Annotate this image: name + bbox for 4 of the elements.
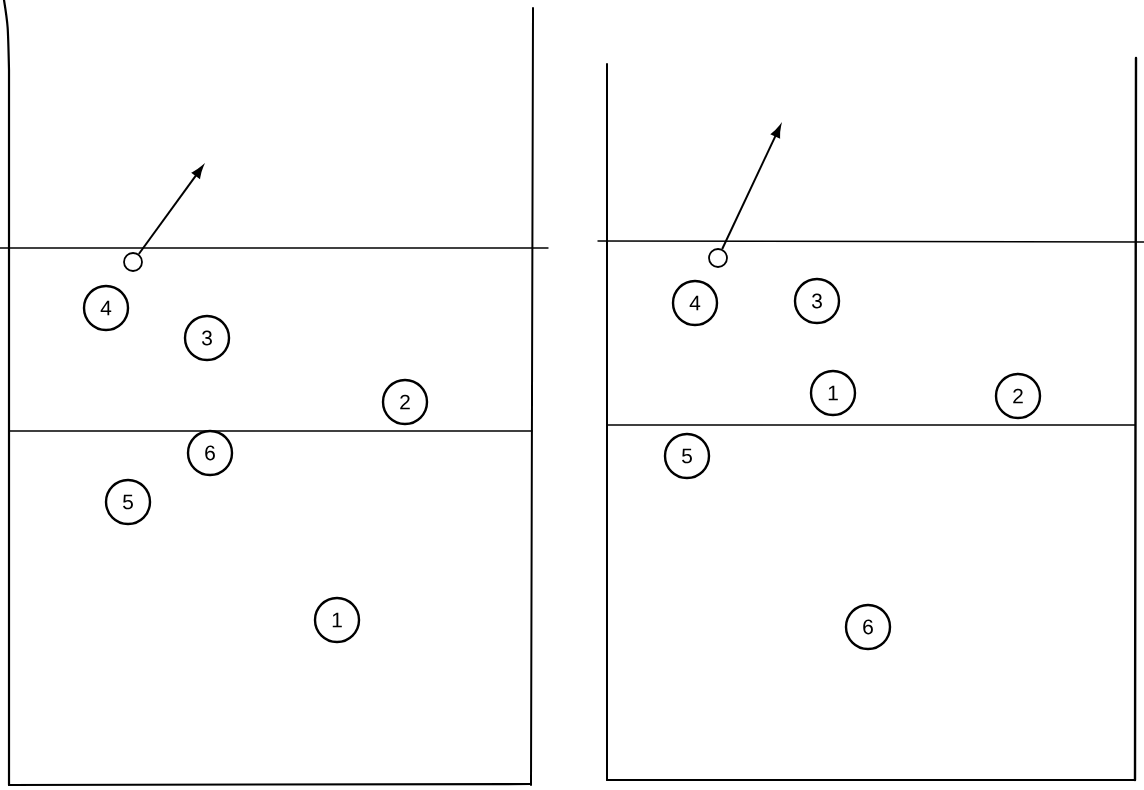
arrow: [721, 125, 782, 251]
arrow: [137, 165, 204, 255]
ball: [123, 252, 143, 272]
ball: [708, 248, 728, 268]
